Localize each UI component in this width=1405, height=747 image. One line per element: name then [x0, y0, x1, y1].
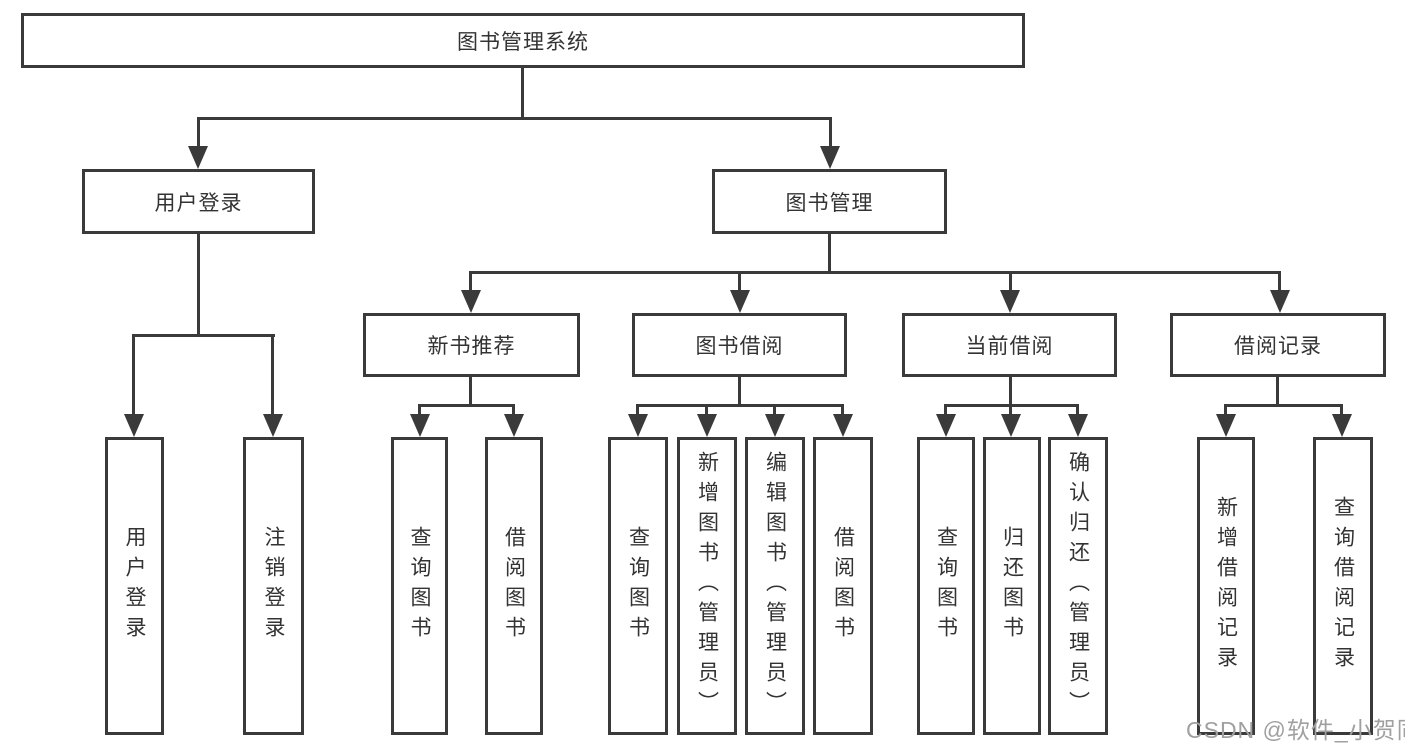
csdn-watermark: CSDN @软件_小贺同学	[1186, 717, 1405, 743]
connector-line	[1278, 271, 1281, 294]
connector-line	[841, 404, 844, 418]
leaf-add-book-admin: 新增图书（管理员）	[677, 437, 737, 735]
leaf-edit-book-admin: 编辑图书（管理员）	[745, 437, 805, 735]
leaf-user-login: 用户登录	[105, 437, 164, 735]
leaf-add-borrow-record: 新增借阅记录	[1197, 437, 1255, 735]
connector-line	[469, 271, 1281, 274]
connector-line	[1009, 376, 1012, 407]
connector-line	[738, 376, 741, 407]
connector-line	[271, 334, 274, 418]
connector-line	[828, 233, 831, 274]
connector-line	[1009, 271, 1012, 294]
leaf-borrow-books-borrowing: 借阅图书	[813, 437, 873, 735]
connector-line	[469, 271, 472, 294]
connector-line	[1224, 404, 1343, 407]
connector-line	[197, 233, 200, 337]
leaf-query-books-borrowing: 查询图书	[608, 437, 668, 735]
connector-line	[1076, 404, 1079, 418]
arrow-down-icon	[1270, 290, 1290, 313]
arrow-down-icon	[1332, 414, 1352, 437]
node-library-management-system: 图书管理系统	[21, 13, 1025, 68]
connector-line	[1009, 404, 1012, 418]
node-user-login: 用户登录	[82, 169, 315, 234]
leaf-confirm-return-admin: 确认归还（管理员）	[1048, 437, 1108, 735]
arrow-down-icon	[697, 414, 717, 437]
connector-line	[636, 404, 844, 407]
connector-line	[132, 334, 275, 337]
node-new-book-recommendation: 新书推荐	[363, 313, 580, 377]
connector-line	[829, 117, 832, 150]
connector-line	[636, 404, 639, 418]
arrow-down-icon	[1068, 414, 1088, 437]
arrow-down-icon	[1001, 414, 1021, 437]
leaf-query-books-current: 查询图书	[917, 437, 975, 735]
connector-line	[418, 404, 515, 407]
arrow-down-icon	[263, 414, 283, 437]
node-book-management: 图书管理	[712, 169, 947, 234]
arrow-down-icon	[188, 146, 208, 169]
arrow-down-icon	[1000, 290, 1020, 313]
arrow-down-icon	[936, 414, 956, 437]
arrow-down-icon	[820, 146, 840, 169]
arrow-down-icon	[765, 414, 785, 437]
node-current-borrowing: 当前借阅	[902, 313, 1117, 377]
connector-line	[1276, 376, 1279, 407]
connector-line	[512, 404, 515, 418]
connector-line	[944, 404, 947, 418]
arrow-down-icon	[461, 290, 481, 313]
arrow-down-icon	[628, 414, 648, 437]
arrow-down-icon	[833, 414, 853, 437]
arrow-down-icon	[504, 414, 524, 437]
leaf-logout: 注销登录	[243, 437, 304, 735]
arrow-down-icon	[730, 290, 750, 313]
arrow-down-icon	[410, 414, 430, 437]
leaf-query-borrow-record: 查询借阅记录	[1313, 437, 1373, 735]
leaf-query-books-recommend: 查询图书	[391, 437, 448, 735]
connector-line	[773, 404, 776, 418]
arrow-down-icon	[1216, 414, 1236, 437]
connector-line	[705, 404, 708, 418]
connector-line	[197, 117, 832, 120]
leaf-borrow-books-recommend: 借阅图书	[485, 437, 543, 735]
arrow-down-icon	[124, 414, 144, 437]
connector-line	[418, 404, 421, 418]
node-book-borrowing: 图书借阅	[632, 313, 847, 377]
connector-line	[1340, 404, 1343, 418]
connector-line	[469, 376, 472, 407]
leaf-return-books: 归还图书	[983, 437, 1041, 735]
connector-line	[1224, 404, 1227, 418]
connector-line	[738, 271, 741, 294]
connector-line	[521, 68, 524, 120]
node-borrowing-records: 借阅记录	[1170, 313, 1386, 377]
connector-line	[132, 334, 135, 418]
connector-line	[197, 117, 200, 150]
